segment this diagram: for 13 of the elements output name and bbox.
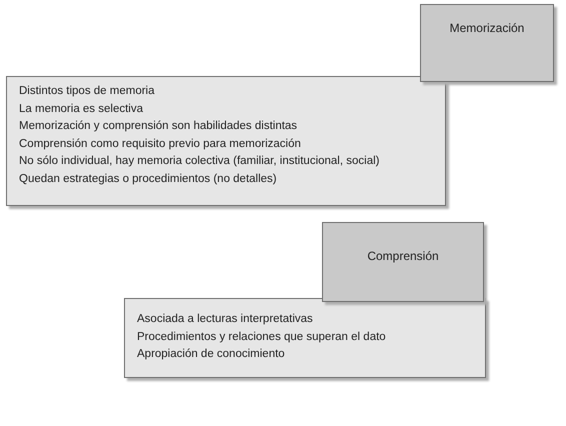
list-item: Quedan estrategias o procedimientos (no detalles) bbox=[19, 172, 277, 186]
list-item: Apropiación de conocimiento bbox=[137, 347, 285, 362]
heading-tab: Comprensión bbox=[322, 222, 484, 302]
list-item: Asociada a lecturas interpretativas bbox=[137, 312, 313, 327]
list-item: Memorización y comprensión son habilidades distintas bbox=[19, 119, 298, 134]
note-box bbox=[124, 298, 486, 378]
list-item: Comprensión como requisito previo para memorización bbox=[19, 136, 301, 152]
note-box bbox=[6, 76, 446, 206]
heading-tab: Memorización bbox=[420, 4, 554, 82]
list-item: La memoria es selectiva bbox=[19, 102, 143, 116]
list-item: Distintos tipos de memoria bbox=[19, 84, 154, 99]
list-item: No sólo individual, hay memoria colectiva (familiar, institucional, social) bbox=[19, 154, 380, 169]
list-item: Procedimientos y relaciones que superan el dato bbox=[137, 330, 386, 344]
